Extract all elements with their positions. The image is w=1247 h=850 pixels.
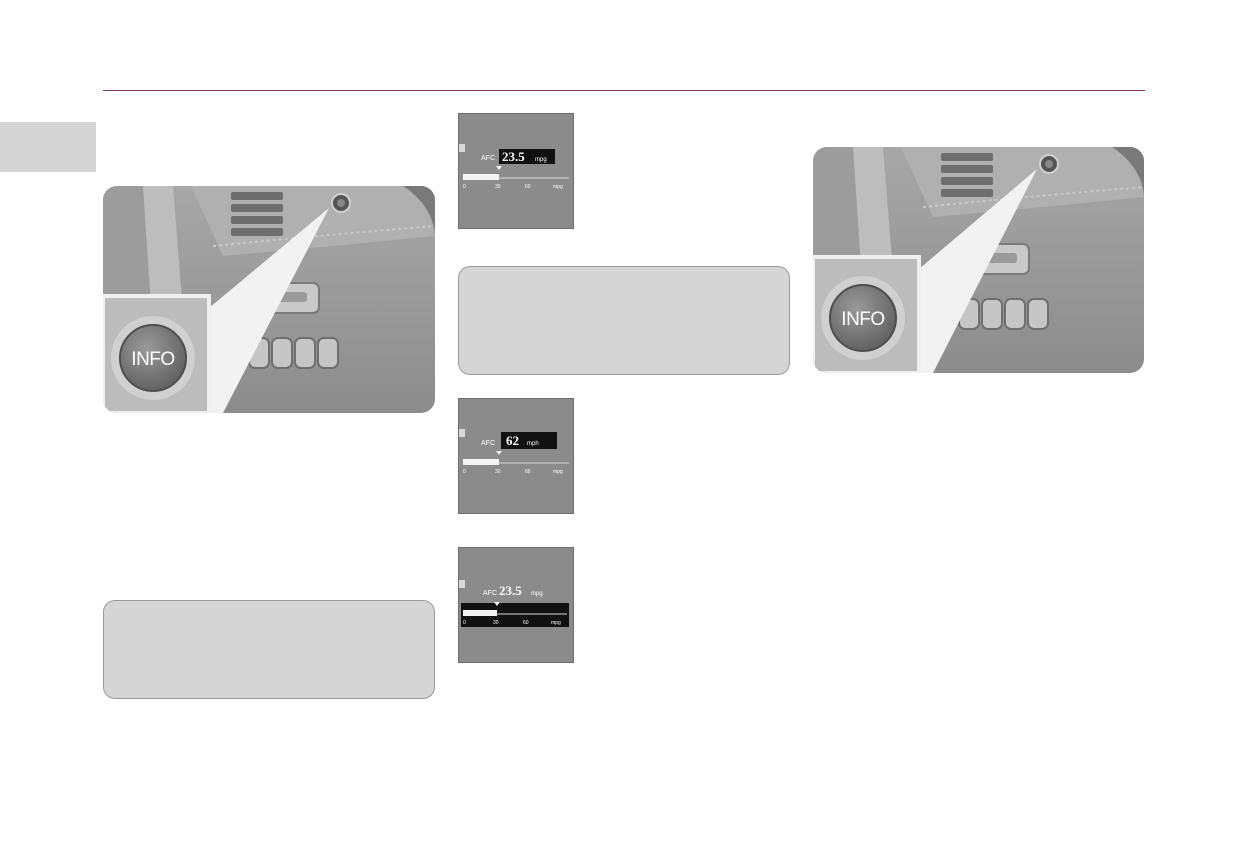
dashboard-drawing: INFO [813, 147, 1144, 373]
info-button-label: INFO [131, 349, 174, 370]
tick-label: 0 [463, 620, 466, 626]
tick-label: 0 [463, 469, 466, 475]
afc-value: 23.5 [499, 583, 522, 598]
afc-unit: mpg [535, 157, 547, 163]
tick-label: 60 [525, 184, 531, 190]
afc-label: AFC [481, 155, 495, 162]
afc-label: AFC [483, 590, 497, 597]
cluster-display-2: AFC 62 mph 0 30 60 mpg [458, 398, 574, 514]
info-button-label: INFO [841, 309, 884, 330]
section-tab [0, 122, 96, 172]
header-rule [103, 90, 1145, 91]
dashboard-drawing: INFO [103, 186, 435, 413]
tick-label: mpg [553, 184, 563, 190]
note-box-left [103, 600, 435, 699]
tick-label: mpg [553, 469, 563, 475]
tick-label: 60 [525, 469, 531, 475]
speed-unit: mph [527, 441, 539, 447]
note-box-middle [458, 266, 790, 375]
afc-label: AFC [481, 440, 495, 447]
info-button-illustration-left: INFO [103, 186, 435, 413]
tick-label: 30 [495, 184, 501, 190]
cluster-display-3: AFC 23.5 mpg 0 30 60 mpg [458, 547, 574, 663]
tick-label: 60 [523, 620, 529, 626]
info-button-illustration-right: INFO [813, 147, 1144, 373]
speed-value: 62 [506, 433, 519, 448]
tick-label: 30 [493, 620, 499, 626]
afc-unit: mpg [531, 591, 543, 597]
tick-label: mpg [551, 620, 561, 626]
afc-value: 23.5 [502, 149, 525, 164]
tick-label: 30 [495, 469, 501, 475]
cluster-display-1: AFC 23.5 mpg 0 30 60 mpg [458, 113, 574, 229]
tick-label: 0 [463, 184, 466, 190]
